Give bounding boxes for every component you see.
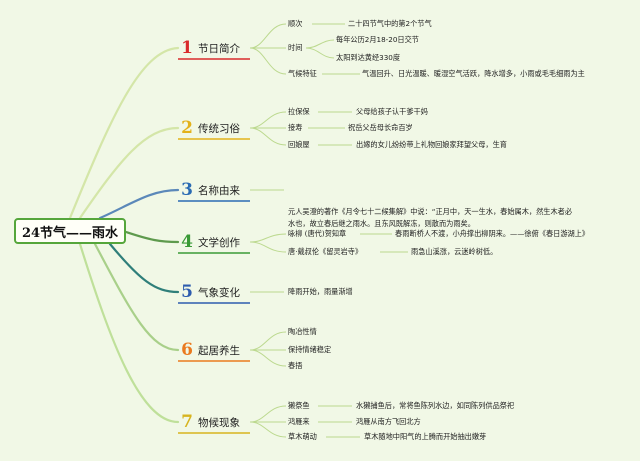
topic-7: 7 物候现象 xyxy=(180,411,240,433)
topic-7-item-3-value: 草木随地中阳气的上腾而开始抽出嫩芽 xyxy=(364,432,487,441)
topic-6-number: 6 xyxy=(181,340,193,360)
topic-1-item-1-key: 顺次 xyxy=(288,19,303,28)
topic-2-item-3-value: 出嫁的女儿纷纷带上礼物回娘家拜望父母，生育 xyxy=(356,140,507,149)
topic-2-item-1-value: 父母给孩子认干爹干妈 xyxy=(356,107,428,116)
branch-3 xyxy=(98,188,180,220)
topic-1: 1 节日简介 xyxy=(180,37,240,59)
topic-6-item-3-key: 春捂 xyxy=(288,361,303,370)
branch-2 xyxy=(78,126,180,220)
topic-7-item-1-value: 水獭捕鱼后，常将鱼陈列水边，如同陈列供品祭祀 xyxy=(356,401,515,410)
topic-4-item-1-value: 春雨断桥人不渡，小舟撑出柳阴来。——徐俯《春日游湖上》 xyxy=(395,229,590,238)
topic-3: 3 名称由来 xyxy=(180,179,240,201)
topic-7-label: 物候现象 xyxy=(198,416,240,429)
topic-3-number: 3 xyxy=(181,180,193,200)
root-node: 24节气——雨水 xyxy=(14,218,126,244)
topic-6-item-1-key: 陶冶性情 xyxy=(288,327,317,336)
topic-1-item-2-value-2: 太阳到达黄经330度 xyxy=(336,53,401,62)
topic-6: 6 起居养生 xyxy=(180,339,240,361)
topic-1-item-3-value: 气温回升、日光温暖、暖湿空气活跃，降水增多，小雨或毛毛细雨为主 xyxy=(362,69,585,78)
branch-5 xyxy=(108,242,180,294)
topic-7-item-3-key: 草木萌动 xyxy=(288,432,317,441)
topic-2-number: 2 xyxy=(181,118,193,138)
branch-4 xyxy=(124,230,180,244)
branch-6 xyxy=(93,242,180,352)
topic-4-label: 文学创作 xyxy=(198,236,240,249)
topic-2-item-3-key: 回娘屋 xyxy=(288,140,310,149)
topic-1-item-2-value-1: 每年公历2月18-20日交节 xyxy=(336,35,419,44)
topic-4: 4 文学创作 xyxy=(180,231,240,253)
topic-1-label: 节日简介 xyxy=(198,42,240,55)
topic-4-item-2-key: 唐·戴叔伦《留灵岩寺》 xyxy=(288,247,363,256)
topic-4-number: 4 xyxy=(181,232,193,252)
topic-4-item-1-key: 咏柳 (唐代)贺知章 xyxy=(288,229,347,238)
topic-2-item-2-value: 祝岳父岳母长命百岁 xyxy=(348,123,413,132)
topic-3-item-1-value: 元人吴澄的著作《月令七十二候集解》中说：“正月中，天一生水，春始属木，然生木者必… xyxy=(288,207,573,228)
topic-6-item-2-key: 保持情绪稳定 xyxy=(288,345,332,354)
topic-1-number: 1 xyxy=(181,38,193,58)
topic-2-item-2-key: 接寿 xyxy=(288,123,303,132)
topic-7-item-1-key: 獭祭鱼 xyxy=(288,401,310,410)
topic-7-item-2-key: 鸿雁来 xyxy=(288,417,310,426)
topic-2-label: 传统习俗 xyxy=(198,122,240,135)
topic-7-number: 7 xyxy=(181,412,193,432)
topic-5-label: 气象变化 xyxy=(198,286,240,299)
topic-5-number: 5 xyxy=(181,282,193,302)
topic-6-label: 起居养生 xyxy=(198,344,240,357)
topic-2: 2 传统习俗 xyxy=(180,117,240,139)
topic-2-item-1-key: 拉保保 xyxy=(288,107,310,116)
branch-1 xyxy=(68,46,180,220)
topic-1-item-1-value: 二十四节气中的第2个节气 xyxy=(348,19,432,28)
topic-1-item-2-key: 时间 xyxy=(288,43,303,52)
topic-5: 5 气象变化 xyxy=(180,281,240,303)
topic-7-item-2-value: 鸿雁从南方飞回北方 xyxy=(356,417,421,426)
topic-3-label: 名称由来 xyxy=(198,184,240,197)
topic-1-item-3-key: 气候特征 xyxy=(288,69,317,78)
root-label: 24节气——雨水 xyxy=(21,225,119,241)
topic-4-item-2-value: 雨急山溪涨，云迷岭树低。 xyxy=(411,247,498,256)
branch-7 xyxy=(78,242,180,424)
topic-5-item-1-key: 降雨开始，雨量渐增 xyxy=(288,287,353,296)
